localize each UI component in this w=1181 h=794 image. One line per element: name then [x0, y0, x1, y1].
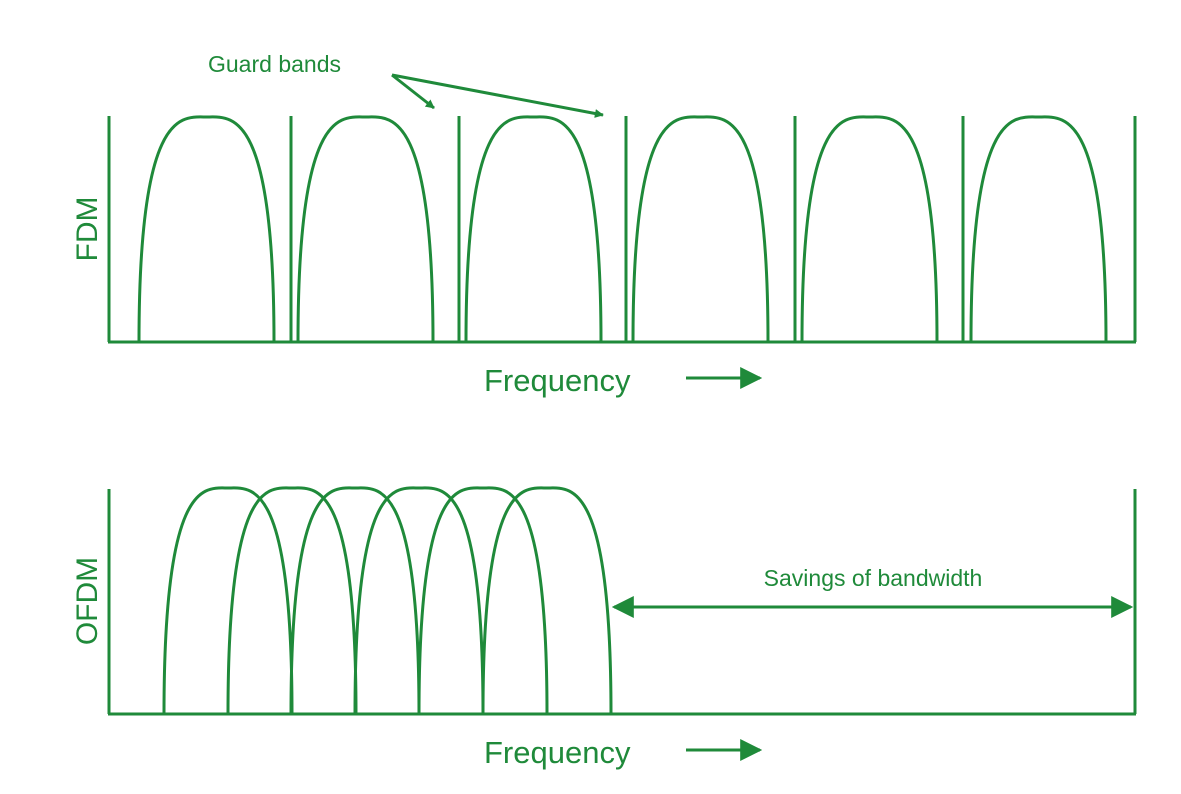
fdm-subcarriers — [137, 115, 1108, 343]
ofdm-frequency-label: Frequency — [484, 735, 631, 770]
ofdm-subcarrier — [289, 486, 421, 715]
fdm-axis-label: FDM — [71, 197, 104, 262]
guard-band-arrow-2-icon — [391, 73, 604, 118]
ofdm-subcarrier — [353, 486, 485, 715]
ofdm-subcarrier — [162, 486, 294, 715]
ofdm-subcarriers — [162, 486, 613, 715]
ofdm-subcarrier — [481, 486, 613, 715]
fdm-frequency-label: Frequency — [484, 363, 631, 398]
ofdm-axis-label: OFDM — [71, 557, 104, 645]
ofdm-subcarrier — [226, 486, 358, 715]
fdm-subcarrier — [969, 115, 1108, 343]
fdm-subcarrier — [464, 115, 603, 343]
ofdm-subcarrier — [417, 486, 549, 715]
fdm-panel: FDM Frequency Guard bands — [71, 51, 1137, 398]
fdm-subcarrier — [800, 115, 939, 343]
fdm-subcarrier — [296, 115, 435, 343]
guard-band-arrow-1-icon — [391, 73, 435, 110]
fdm-subcarrier — [631, 115, 770, 343]
fdm-subcarrier — [137, 115, 276, 343]
savings-of-bandwidth-label: Savings of bandwidth — [764, 565, 983, 591]
ofdm-panel: OFDM Savings of bandwidth Frequency — [71, 486, 1137, 770]
guard-bands-label: Guard bands — [208, 51, 341, 77]
